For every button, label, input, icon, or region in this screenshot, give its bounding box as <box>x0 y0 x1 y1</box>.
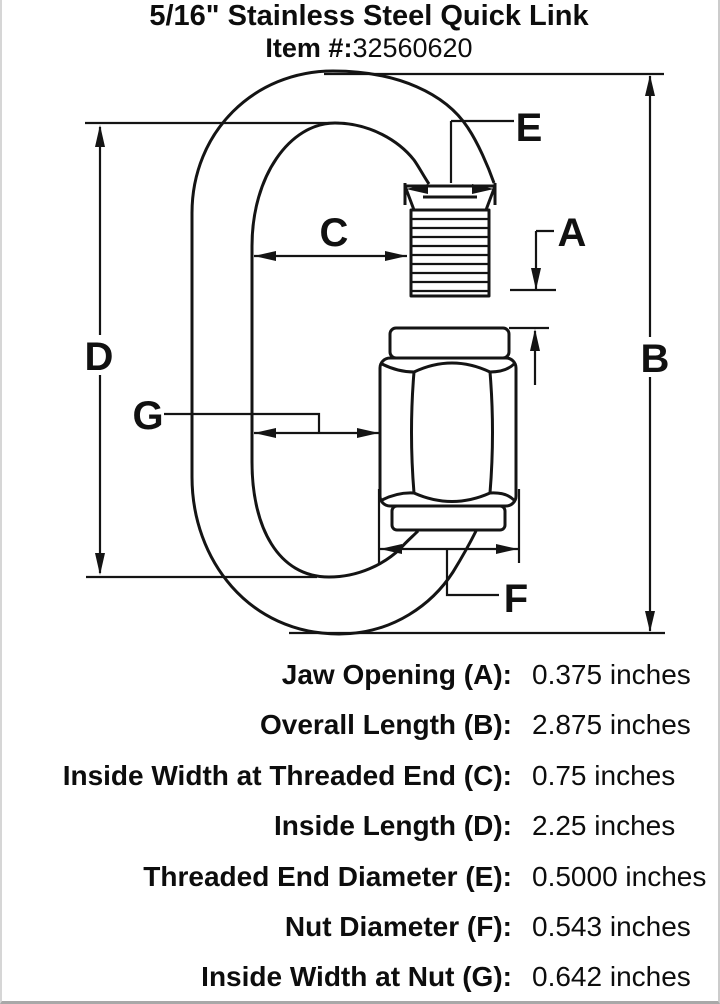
item-number-value: 32560620 <box>352 33 473 63</box>
dim-label-C: C <box>320 211 349 255</box>
wire-inner-edge <box>250 121 431 579</box>
dim-label-G: G <box>132 394 163 438</box>
product-title: 5/16" Stainless Steel Quick Link <box>149 0 589 32</box>
spec-label: Overall Length (B): <box>259 709 512 741</box>
spec-label: Jaw Opening (A): <box>281 659 512 690</box>
arrowhead <box>531 268 541 290</box>
spec-row: Nut Diameter (F): 0.543 inches <box>2 902 718 952</box>
spec-row: Jaw Opening (A): 0.375 inches <box>2 650 718 700</box>
spec-value: 0.375 inches <box>532 659 691 690</box>
spec-value: 0.5000 inches <box>532 860 707 892</box>
arrowhead <box>380 544 402 554</box>
arrowhead <box>385 251 407 261</box>
dim-nut-diameter-F: F <box>377 489 528 621</box>
nut-bottom-collar <box>390 504 507 532</box>
arrowhead <box>645 611 655 632</box>
spec-label: Inside Width at Threaded End (C): <box>62 759 512 791</box>
spec-label: Inside Width at Nut (G): <box>201 961 512 993</box>
dim-inside-width-threaded-C: C <box>254 211 407 261</box>
spec-value: 2.875 inches <box>532 709 691 741</box>
dim-thread-diameter-E: E <box>406 106 542 194</box>
quick-link-outline <box>190 69 496 636</box>
item-number-line: Item #:32560620 <box>20 33 718 63</box>
arrowhead <box>645 75 655 96</box>
dim-label-D: D <box>85 335 114 379</box>
nut-facet-lines <box>410 371 494 494</box>
spec-row: Overall Length (B): 2.875 inches <box>2 700 718 750</box>
dim-inside-length-D: D <box>79 121 339 579</box>
spec-value: 2.25 inches <box>532 810 676 842</box>
nut-top-chamfer <box>381 361 516 374</box>
arrowhead <box>254 251 276 261</box>
spec-row: Inside Width at Threaded End (C): 0.75 i… <box>2 751 718 801</box>
dim-label-B: B <box>641 337 670 381</box>
thread-collar <box>403 183 497 211</box>
threaded-end <box>403 183 497 298</box>
spec-row: Inside Width at Nut (G): 0.642 inches <box>2 952 718 1001</box>
dim-jaw-opening-A: A <box>509 211 586 385</box>
spec-value: 0.543 inches <box>532 911 691 942</box>
page-header: 5/16" Stainless Steel Quick Link Item #:… <box>2 0 718 63</box>
dim-label-A: A <box>558 211 587 255</box>
dim-label-E: E <box>516 106 543 150</box>
dim-label-F: F <box>504 577 528 621</box>
spec-value: 0.75 inches <box>532 759 676 791</box>
thread-lines <box>411 217 489 293</box>
arrowhead <box>95 553 105 575</box>
spec-row: Inside Length (D): 2.25 inches <box>2 801 718 851</box>
technical-diagram: B D C E A <box>79 69 675 636</box>
spec-row: Threaded End Diameter (E): 0.5000 inches <box>2 852 718 902</box>
arrowhead <box>472 184 494 194</box>
arrowhead <box>406 184 428 194</box>
arrowhead <box>496 544 518 554</box>
item-number-label: Item #: <box>265 33 353 63</box>
arrowhead <box>530 329 540 351</box>
arrowhead <box>357 428 379 438</box>
arrowhead <box>95 125 105 147</box>
nut <box>378 326 518 532</box>
nut-bottom-chamfer <box>381 491 516 503</box>
spec-value: 0.642 inches <box>532 961 691 993</box>
thread-body <box>409 208 491 298</box>
arrowhead <box>254 428 276 438</box>
spec-label: Threaded End Diameter (E): <box>143 860 512 892</box>
spec-label: Inside Length (D): <box>274 810 512 842</box>
dim-overall-length-B: B <box>289 72 675 635</box>
wire-outer-edge <box>190 69 496 636</box>
dim-inside-width-nut-G: G <box>132 394 379 438</box>
spec-label: Nut Diameter (F): <box>284 911 512 942</box>
